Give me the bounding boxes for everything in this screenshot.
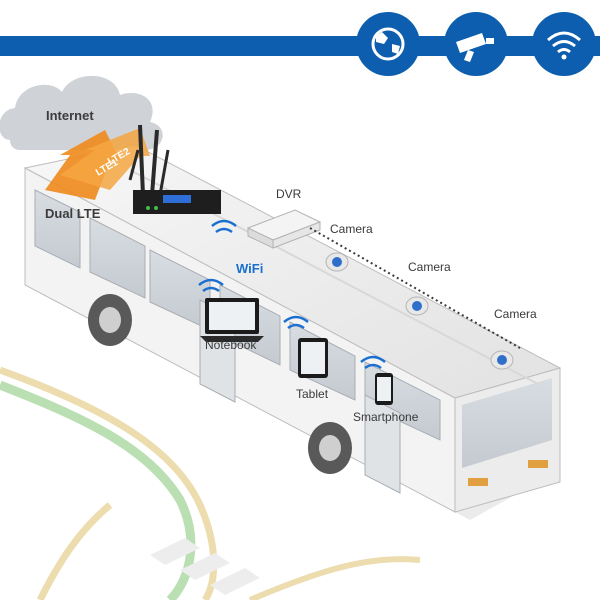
beige-road-line-3 — [248, 556, 421, 600]
crosswalk — [150, 538, 260, 595]
lte-arrows: LTE1 LTE2 — [45, 128, 150, 200]
cctv-camera-icon — [444, 12, 508, 76]
internet-cloud — [0, 75, 163, 150]
wifi-label: WiFi — [236, 261, 263, 276]
notebook-device — [200, 298, 264, 342]
smartphone-device — [375, 373, 393, 405]
tablet-device — [298, 338, 328, 378]
camera-device — [490, 350, 514, 370]
camera-label-3: Camera — [494, 307, 537, 321]
camera-device — [405, 296, 429, 316]
notebook-label: Notebook — [205, 338, 257, 352]
wifi-icon — [532, 12, 596, 76]
wifi-signal-icon — [211, 219, 237, 234]
dvr-label: DVR — [276, 187, 302, 201]
wheel — [308, 422, 352, 474]
beige-road-line-2 — [36, 502, 113, 600]
internet-label: Internet — [46, 108, 94, 123]
wifi-signal-icon — [198, 278, 224, 293]
smartphone-label: Smartphone — [353, 410, 419, 424]
beige-road-line — [0, 366, 218, 600]
wifi-signal-icon — [360, 355, 386, 370]
header — [0, 12, 600, 76]
wifi-signals — [198, 219, 386, 370]
roads — [0, 366, 421, 600]
globe-icon — [356, 12, 420, 76]
green-road-line — [0, 380, 196, 600]
camera-label-2: Camera — [408, 260, 451, 274]
camera-device — [325, 252, 349, 272]
wifi-signal-icon — [283, 315, 309, 330]
wheel — [88, 294, 132, 346]
tablet-label: Tablet — [296, 387, 329, 401]
dvr-device — [246, 209, 322, 249]
header-bar — [0, 36, 600, 56]
camera-label-1: Camera — [330, 222, 373, 236]
camera-cable — [309, 227, 521, 349]
lte-router — [128, 124, 221, 214]
dual-lte-label: Dual LTE — [45, 206, 101, 221]
bus — [23, 144, 562, 520]
